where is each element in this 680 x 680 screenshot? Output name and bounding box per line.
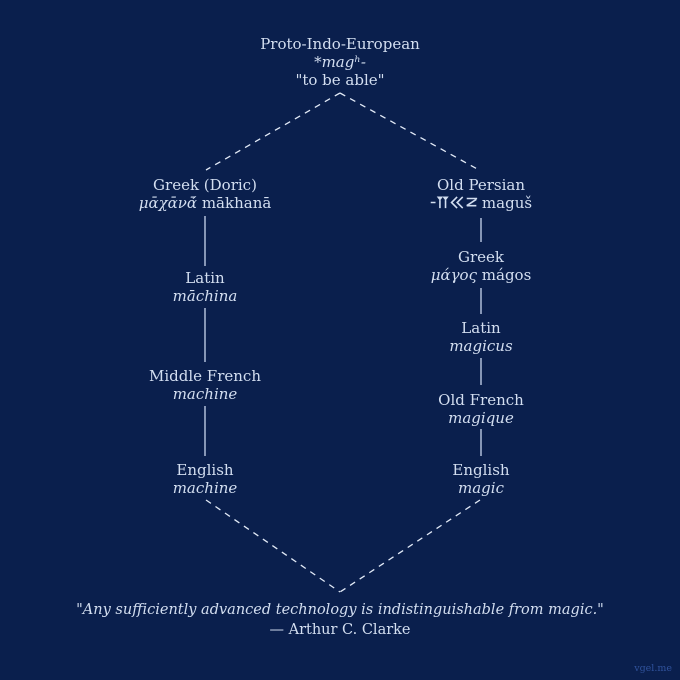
transliteration: mākhanā bbox=[201, 194, 272, 212]
node-old-persian: Old Persian maguš bbox=[430, 176, 532, 215]
edge-english-machine-to-quote bbox=[205, 499, 341, 593]
language-label: Old French bbox=[438, 391, 524, 409]
language-label: Greek bbox=[458, 248, 504, 266]
node-english-machine: English machine bbox=[173, 461, 238, 497]
language-label: English bbox=[452, 461, 510, 479]
word-form: maguš bbox=[430, 194, 532, 215]
node-english-magic: English magic bbox=[452, 461, 509, 497]
language-label: Latin bbox=[185, 269, 225, 287]
edge-english-magic-to-quote bbox=[339, 499, 481, 593]
word-form: machine bbox=[172, 479, 238, 497]
native-script: μᾱχᾱνᾱ́ bbox=[138, 194, 198, 212]
transliteration: maguš bbox=[481, 194, 533, 212]
language-label: Greek (Doric) bbox=[153, 176, 257, 194]
edge-pie-to-old-persian bbox=[339, 92, 480, 171]
native-script: μάγος bbox=[430, 266, 477, 284]
word-form: magique bbox=[448, 409, 514, 427]
old-persian-cuneiform-icon bbox=[430, 194, 478, 215]
word-form: machine bbox=[172, 385, 238, 403]
node-greek-magos: Greek μάγος mágos bbox=[431, 248, 532, 284]
language-label: English bbox=[176, 461, 234, 479]
word-form: μᾱχᾱνᾱ́ mākhanā bbox=[139, 194, 272, 212]
language-label: Latin bbox=[461, 319, 501, 337]
node-proto-indo-european: Proto-Indo-European *magʰ- "to be able" bbox=[260, 35, 420, 89]
reconstructed-form: *magʰ- bbox=[314, 53, 366, 71]
word-form: μάγος mágos bbox=[431, 266, 532, 284]
word-form: magic bbox=[458, 479, 504, 497]
node-latin-magicus: Latin magicus bbox=[449, 319, 512, 355]
node-latin-machina: Latin māchina bbox=[173, 269, 238, 305]
watermark: vgel.me bbox=[634, 663, 672, 674]
word-form: māchina bbox=[172, 287, 238, 305]
quote-text: "Any sufficiently advanced technology is… bbox=[76, 602, 604, 618]
quote-block: "Any sufficiently advanced technology is… bbox=[76, 600, 604, 640]
node-middle-french: Middle French machine bbox=[149, 367, 261, 403]
language-label: Old Persian bbox=[436, 176, 526, 194]
gloss-label: "to be able" bbox=[295, 71, 385, 89]
language-label: Middle French bbox=[149, 367, 261, 385]
node-greek-doric: Greek (Doric) μᾱχᾱνᾱ́ mākhanā bbox=[139, 176, 272, 212]
transliteration: mágos bbox=[481, 266, 532, 284]
word-form: magicus bbox=[449, 337, 513, 355]
edge-pie-to-greek-doric bbox=[205, 92, 341, 171]
quote-attribution: — Arthur C. Clarke bbox=[269, 622, 411, 638]
cuneiform-glyphs bbox=[430, 196, 478, 209]
language-label: Proto-Indo-European bbox=[260, 35, 420, 53]
node-old-french: Old French magique bbox=[438, 391, 524, 427]
